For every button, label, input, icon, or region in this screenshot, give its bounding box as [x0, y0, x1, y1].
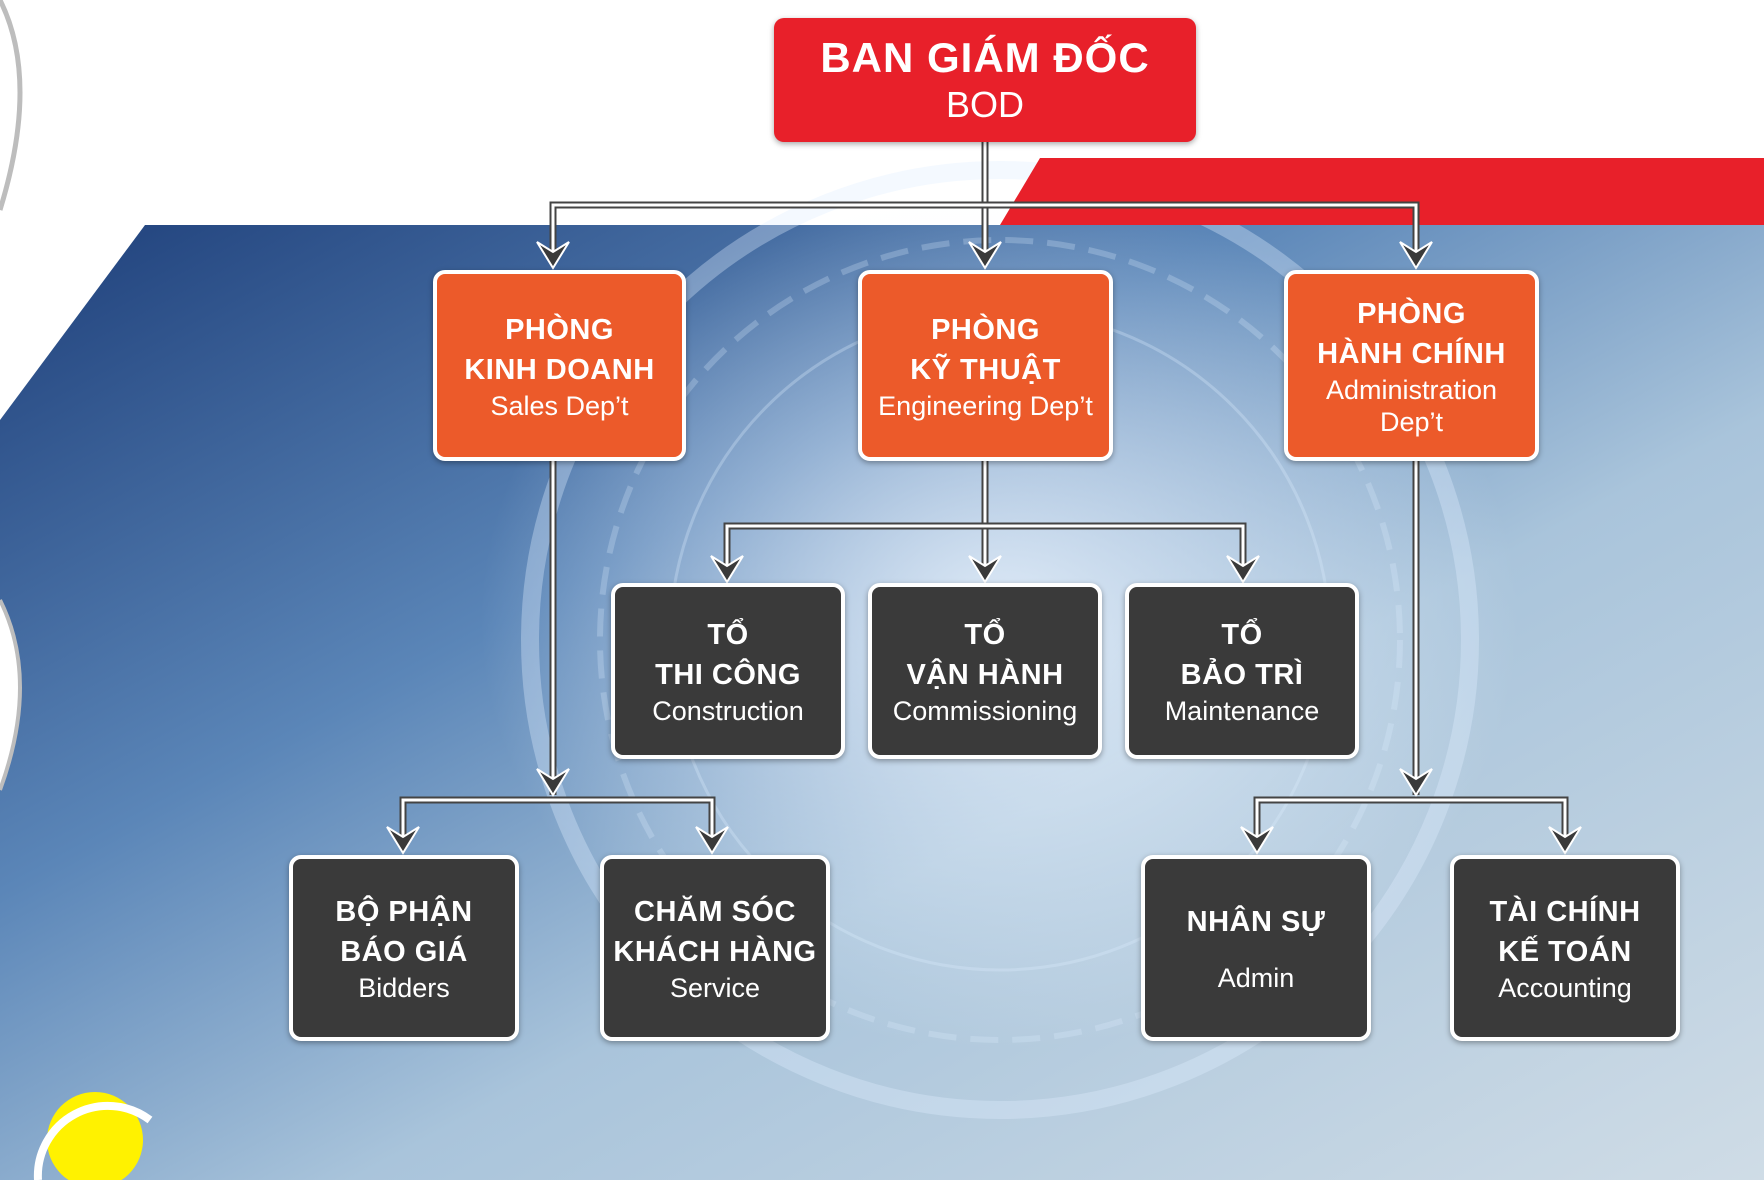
unit-accounting-sub: Accounting: [1498, 973, 1632, 1003]
team-construction: TỔ THI CÔNG Construction: [611, 583, 845, 759]
left-arc-mid: [0, 599, 22, 791]
team-construction-line2: THI CÔNG: [655, 659, 801, 691]
dept-administration: PHÒNG HÀNH CHÍNH Administration Dep’t: [1284, 270, 1539, 461]
team-commissioning-line1: TỔ: [964, 619, 1006, 651]
dept-administration-line2: HÀNH CHÍNH: [1317, 337, 1506, 370]
dept-sales: PHÒNG KINH DOANH Sales Dep’t: [433, 270, 686, 461]
team-maintenance-sub: Maintenance: [1164, 696, 1320, 726]
team-maintenance: TỔ BẢO TRÌ Maintenance: [1125, 583, 1359, 759]
unit-admin: NHÂN SỰ Admin: [1141, 855, 1371, 1041]
team-commissioning: TỔ VẬN HÀNH Commissioning: [868, 583, 1102, 759]
dept-engineering-line2: KỸ THUẬT: [910, 353, 1061, 386]
unit-service: CHĂM SÓC KHÁCH HÀNG Service: [600, 855, 830, 1041]
unit-admin-sub: Admin: [1217, 963, 1295, 993]
team-construction-line1: TỔ: [707, 619, 749, 651]
unit-service-sub: Service: [669, 973, 761, 1003]
team-commissioning-sub: Commissioning: [892, 696, 1078, 726]
unit-accounting: TÀI CHÍNH KẾ TOÁN Accounting: [1450, 855, 1680, 1041]
unit-admin-line1: NHÂN SỰ: [1186, 906, 1326, 938]
bod-title: BAN GIÁM ĐỐC: [820, 34, 1150, 81]
red-banner: [1000, 158, 1764, 225]
dept-administration-line1: PHÒNG: [1357, 297, 1466, 330]
unit-bidders-line2: BÁO GIÁ: [340, 936, 468, 968]
dept-engineering: PHÒNG KỸ THUẬT Engineering Dep’t: [858, 270, 1113, 461]
unit-accounting-line1: TÀI CHÍNH: [1489, 896, 1641, 928]
dept-engineering-sub: Engineering Dep’t: [878, 390, 1093, 421]
team-construction-sub: Construction: [652, 696, 804, 726]
unit-bidders-sub: Bidders: [358, 973, 450, 1003]
team-maintenance-line2: BẢO TRÌ: [1180, 659, 1304, 691]
team-maintenance-line1: TỔ: [1221, 619, 1263, 651]
unit-accounting-line2: KẾ TOÁN: [1498, 936, 1632, 968]
team-commissioning-line2: VẬN HÀNH: [906, 659, 1064, 691]
unit-service-line2: KHÁCH HÀNG: [613, 936, 817, 968]
dept-engineering-line1: PHÒNG: [931, 313, 1040, 346]
dept-sales-line2: KINH DOANH: [464, 353, 655, 386]
unit-service-line1: CHĂM SÓC: [634, 896, 796, 928]
bod-subtitle: BOD: [945, 84, 1024, 125]
dept-sales-sub: Sales Dep’t: [490, 390, 629, 421]
unit-bidders-line1: BỘ PHẬN: [335, 896, 473, 928]
left-arc-top: [0, 0, 23, 211]
bod-box: BAN GIÁM ĐỐC BOD: [774, 18, 1196, 142]
dept-administration-sub: Administration Dep’t: [1325, 374, 1498, 437]
unit-bidders: BỘ PHẬN BÁO GIÁ Bidders: [289, 855, 519, 1041]
dept-sales-line1: PHÒNG: [505, 313, 614, 346]
